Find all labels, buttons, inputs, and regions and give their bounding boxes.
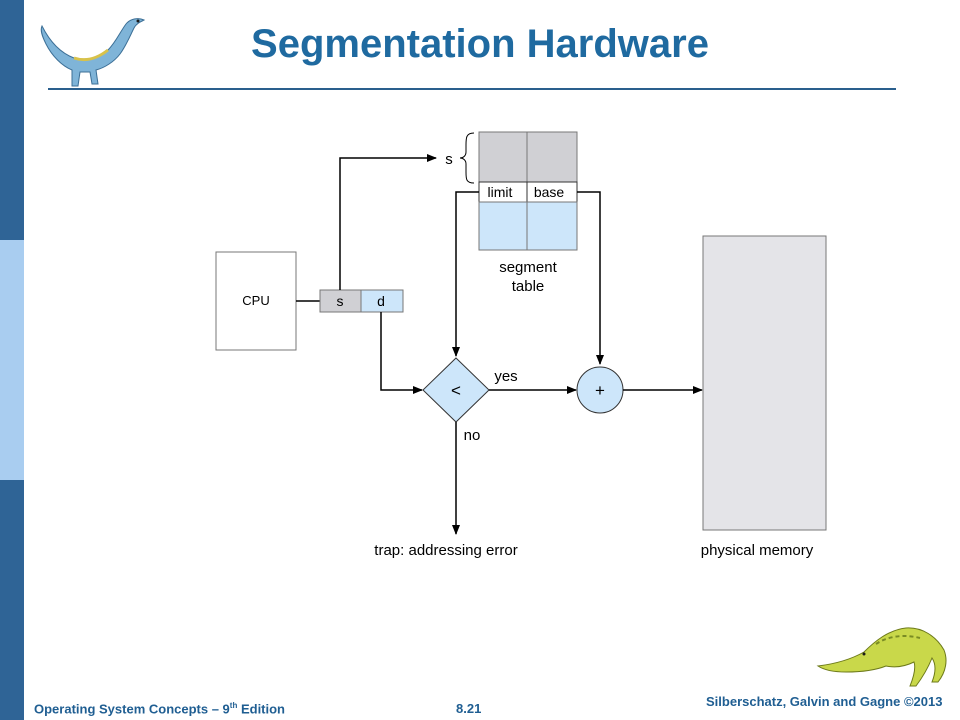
sidebar-stripe-top: [0, 0, 24, 240]
adder-symbol: +: [595, 381, 605, 400]
cpu-box: [215, 251, 297, 351]
dinosaur-footer-icon: [816, 627, 947, 687]
no-label: no: [464, 427, 481, 444]
footer-copyright: Silberschatz, Galvin and Gagne ©2013: [706, 694, 943, 709]
title-divider: [48, 88, 896, 90]
table-limit-label: limit: [488, 184, 513, 200]
segment-table-lower-left: [478, 201, 528, 251]
base-arrow: [577, 191, 604, 365]
segment-index-arrow: [339, 154, 437, 290]
cpu-label: CPU: [242, 293, 269, 308]
memory-label: physical memory: [701, 542, 814, 559]
segment-table-upper-right: [526, 131, 578, 183]
footer-book-title: Operating System Concepts – 9th Edition: [34, 701, 286, 717]
sidebar-stripe-middle: [0, 240, 24, 480]
address-offset-field: [360, 289, 404, 313]
offset-arrow: [380, 312, 423, 394]
page-title: Segmentation Hardware: [251, 22, 709, 66]
physical-memory-box: [702, 235, 827, 531]
limit-arrow: [452, 191, 479, 357]
table-caption-line1: segment: [499, 259, 557, 276]
segment-table-lower-right: [526, 201, 578, 251]
address-d-label: d: [377, 293, 385, 309]
address-s-label: s: [337, 293, 344, 309]
table-base-label: base: [534, 184, 565, 200]
brace-icon: [459, 132, 475, 184]
segment-table-upper-left: [478, 131, 528, 183]
brace-s-label: s: [445, 151, 453, 168]
trap-label: trap: addressing error: [374, 542, 517, 559]
comparator-symbol: <: [451, 381, 461, 400]
table-caption-line2: table: [512, 278, 545, 295]
yes-label: yes: [494, 368, 517, 385]
footer-page-number: 8.21: [456, 701, 482, 716]
sidebar-stripe-bottom: [0, 480, 24, 720]
dinosaur-logo-icon: [40, 18, 146, 87]
